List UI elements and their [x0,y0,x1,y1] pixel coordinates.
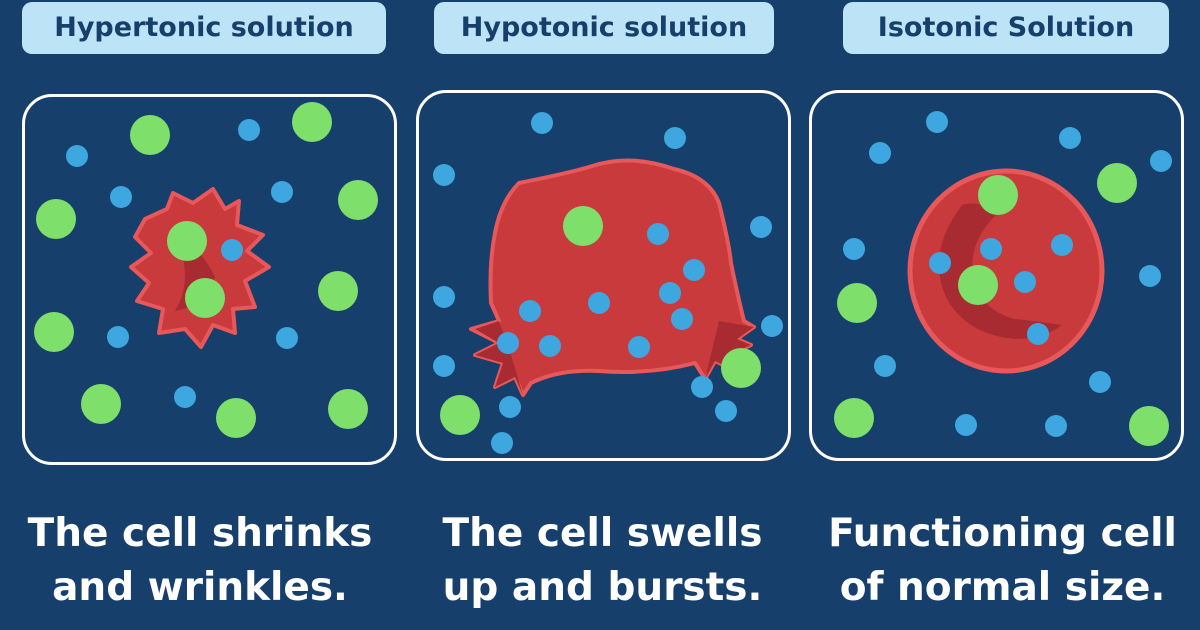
hypotonic-box [416,90,791,461]
hypertonic-box [22,94,397,465]
small-solute [497,332,519,354]
small-solute [664,127,686,149]
small-solute [276,327,298,349]
small-solute [647,223,669,245]
small-solute [750,216,772,238]
small-solute [980,238,1002,260]
caption-isotonic-line2: of normal size. [839,565,1166,610]
large-solute [292,102,332,142]
caption-hypertonic-line2: and wrinkles. [52,565,348,610]
small-solute [1089,371,1111,393]
panel-title-hypotonic: Hypotonic solution [434,2,774,54]
large-solute [834,398,874,438]
small-solute [1150,150,1172,172]
large-solute [34,312,74,352]
large-solute [978,175,1018,215]
large-solute [837,283,877,323]
small-solute [588,292,610,314]
caption-isotonic-line1: Functioning cell [828,511,1177,556]
small-solute [238,119,260,141]
small-solute [107,326,129,348]
small-solute [531,112,553,134]
small-solute [221,239,243,261]
large-solute [1097,163,1137,203]
small-solute [929,252,951,274]
small-solute [271,181,293,203]
small-solute [869,142,891,164]
small-solute [433,355,455,377]
panel-title-isotonic: Isotonic Solution [843,2,1169,54]
large-solute [721,348,761,388]
large-solute [216,398,256,438]
small-solute [433,286,455,308]
small-solute [1059,127,1081,149]
large-solute [563,206,603,246]
small-solutes [433,112,783,454]
small-solute [874,355,896,377]
small-solute [926,111,948,133]
large-solutes [34,102,378,438]
large-solute [318,271,358,311]
burst-right [705,321,754,379]
panel-title-hypertonic: Hypertonic solution [22,2,386,54]
large-solute [1129,406,1169,446]
large-solutes [834,163,1169,446]
large-solute [130,115,170,155]
hypotonic-illustration [433,112,783,454]
isotonic-illustration [834,111,1172,446]
small-solute [1139,265,1161,287]
small-solute [66,145,88,167]
small-solute [671,308,693,330]
small-solutes [66,119,298,408]
small-solute [761,315,783,337]
large-solute [958,265,998,305]
small-solute [1014,271,1036,293]
burst-left [475,321,523,395]
caption-hypertonic-line1: The cell shrinks [27,511,373,556]
isotonic-box [809,90,1184,461]
large-solute [440,395,480,435]
large-solute [185,278,225,318]
small-solute [491,432,513,454]
small-solute [174,386,196,408]
small-solute [955,414,977,436]
small-solute [1027,323,1049,345]
large-solutes [440,206,761,435]
small-solute [1045,415,1067,437]
small-solute [519,300,541,322]
small-solute [539,335,561,357]
large-solute [328,389,368,429]
large-solute [36,199,76,239]
small-solute [110,186,132,208]
small-solutes [843,111,1172,437]
small-solute [691,376,713,398]
small-solute [1051,234,1073,256]
large-solute [338,180,378,220]
large-solute [81,384,121,424]
small-solute [715,400,737,422]
small-solute [683,259,705,281]
small-solute [659,282,681,304]
cell-center-depression [938,203,1062,339]
small-solute [628,336,650,358]
hypertonic-illustration [34,102,378,438]
small-solute [843,238,865,260]
caption-hypotonic-line2: up and bursts. [442,565,763,610]
small-solute [499,396,521,418]
large-solute [167,221,207,261]
caption-hypotonic-line1: The cell swells [442,511,763,556]
small-solute [433,164,455,186]
